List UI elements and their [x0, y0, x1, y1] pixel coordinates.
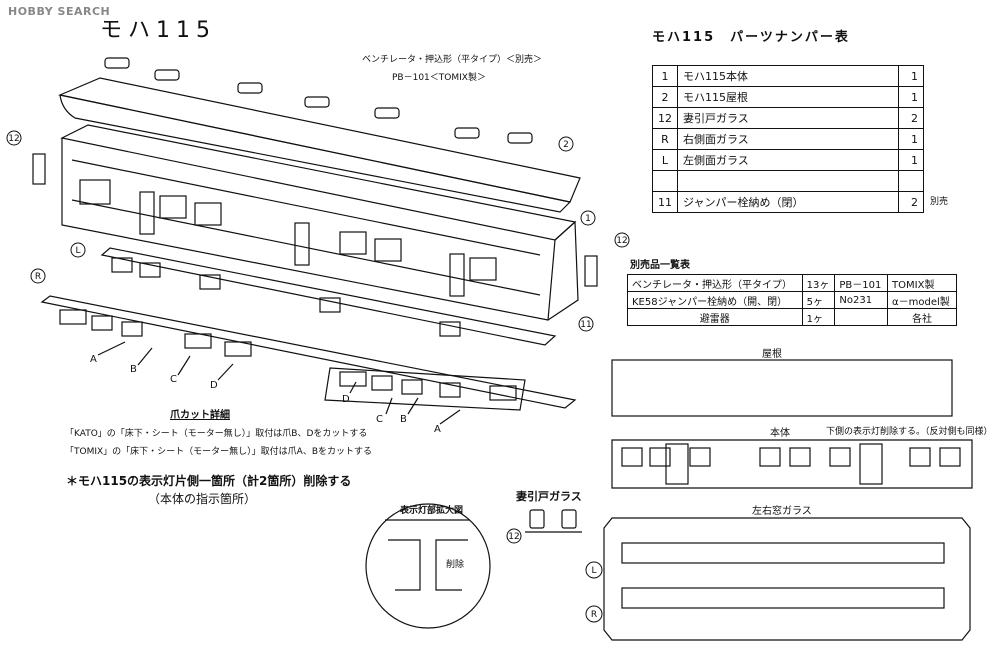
separate-sale-title: 別売品一覧表: [630, 260, 690, 271]
gable-glass-detail: [525, 509, 582, 533]
callout-12-gable-text: 12: [508, 532, 519, 542]
callout-12-left: [6, 130, 22, 146]
gable-glass-left: [32, 153, 46, 185]
claw-d-upper: D: [210, 380, 218, 391]
lamp-detail-title: 表示灯部拡大図: [400, 506, 464, 516]
body-note: 下側の表示灯削除する。（反対側も同様）: [826, 427, 990, 437]
left-side-glass-part: [100, 247, 557, 346]
lamp-note-line2: （本体の指示箇所）: [148, 492, 257, 506]
lamp-detail-circle: [365, 503, 491, 629]
roof-title: 屋根: [762, 349, 782, 360]
callout-11: [578, 316, 594, 332]
callout-L-glass-text: L: [591, 566, 596, 576]
callout-12b-text: 12: [616, 236, 627, 246]
claw-b-upper: B: [130, 364, 137, 375]
gable-glass-right: [584, 255, 598, 287]
lamp-detail-lines: [385, 519, 470, 591]
watermark-logo: HOBBY SEARCH: [8, 5, 110, 18]
callout-1: [580, 210, 596, 226]
callout-12a-text: 12: [8, 134, 19, 144]
callout-L-text: L: [75, 246, 80, 256]
parts-table-title: モハ115 パーツナンパー表: [652, 30, 850, 45]
body-view: [611, 439, 973, 489]
side-glass-title: 左右窓ガラス: [752, 506, 812, 517]
lamp-note-line1: ＊モハ115の表示灯片側一箇所（計2箇所）削除する: [66, 474, 352, 488]
callout-2: [558, 136, 574, 152]
claw-d-lower: D: [342, 394, 350, 405]
roof-part: [58, 77, 581, 213]
right-side-glass-part: [40, 295, 577, 411]
claw-c-lower: C: [376, 414, 383, 425]
claw-b-lower: B: [400, 414, 407, 425]
callout-R-glass-text: R: [591, 610, 597, 620]
ventilator-note-line2: PB－101＜TOMIX製＞: [392, 73, 486, 83]
callout-1-text: 1: [585, 214, 591, 224]
callout-11-text: 11: [580, 320, 591, 330]
ventilator-note-line1: ベンチレータ・押込形（平タイプ）＜別売＞: [362, 55, 543, 65]
callout-R: [30, 268, 46, 284]
side-glass-view: [603, 517, 971, 641]
claw-cut-kato: 「KATO」の「床下・シート（モーター無し）」取付は爪B、Dをカットする: [65, 429, 368, 439]
body-title: 本体: [770, 428, 790, 439]
callout-L: [70, 242, 86, 258]
callout-L-glass: [585, 561, 603, 579]
callout-2-text: 2: [563, 140, 569, 150]
claw-a-upper: A: [90, 354, 97, 365]
roof-view: [611, 359, 953, 417]
body-shell: [60, 124, 579, 321]
callout-R-text: R: [35, 272, 41, 282]
claw-a-lower: A: [434, 424, 441, 435]
gable-glass-title: 妻引戸ガラス: [516, 490, 582, 503]
parts-row-note: 別売: [930, 197, 949, 207]
callout-12-gable: [506, 528, 522, 544]
callout-R-glass: [585, 605, 603, 623]
ventilator-parts: [104, 57, 533, 144]
page-title: モハ115: [100, 18, 216, 43]
claw-cut-tomix: 「TOMIX」の「床下・シート（モーター無し）」取付は爪A、Bをカットする: [65, 447, 372, 457]
claw-c-upper: C: [170, 374, 177, 385]
lamp-detail-delete-label: 削除: [446, 560, 465, 570]
claw-leaders: [97, 341, 461, 425]
claw-cut-title: 爪カット詳細: [170, 410, 230, 421]
callout-12-right: [614, 232, 630, 248]
watermark-text: HOBBY SEARCH: [8, 5, 111, 18]
